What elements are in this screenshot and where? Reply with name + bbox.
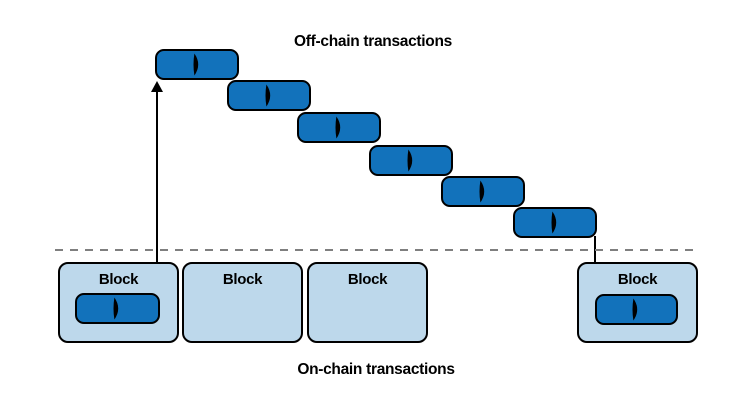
transaction-icon [632,298,638,321]
transaction-icon [265,84,270,107]
block-2: Block [182,262,303,343]
down-arrow-line [594,236,596,283]
offchain-transaction-6 [513,207,597,238]
block-label: Block [617,271,658,288]
up-arrow-line [156,90,158,292]
up-arrowhead-icon [151,81,163,92]
transaction-icon [335,116,340,139]
offchain-transaction-1 [155,49,239,80]
chain-boundary-dashed-line [55,249,697,251]
offchain-transaction-3 [297,112,381,143]
offchain-caption: Off-chain transactions [294,33,452,50]
offchain-transaction-5 [441,176,525,207]
transaction-icon [407,149,412,172]
offchain-transaction-2 [227,80,311,111]
onchain-caption: On-chain transactions [297,361,455,378]
onchain-transaction [595,294,678,325]
transaction-icon [193,53,198,76]
block-1: Block [58,262,179,343]
block-label: Block [222,271,263,288]
transaction-icon [113,297,119,320]
block-label: Block [347,271,388,288]
block-4: Block [577,262,698,343]
transaction-icon [479,180,484,203]
offchain-transaction-4 [369,145,453,176]
block-label: Block [98,271,139,288]
block-3: Block [307,262,428,343]
onchain-transaction [75,293,160,324]
transaction-icon [551,211,556,234]
